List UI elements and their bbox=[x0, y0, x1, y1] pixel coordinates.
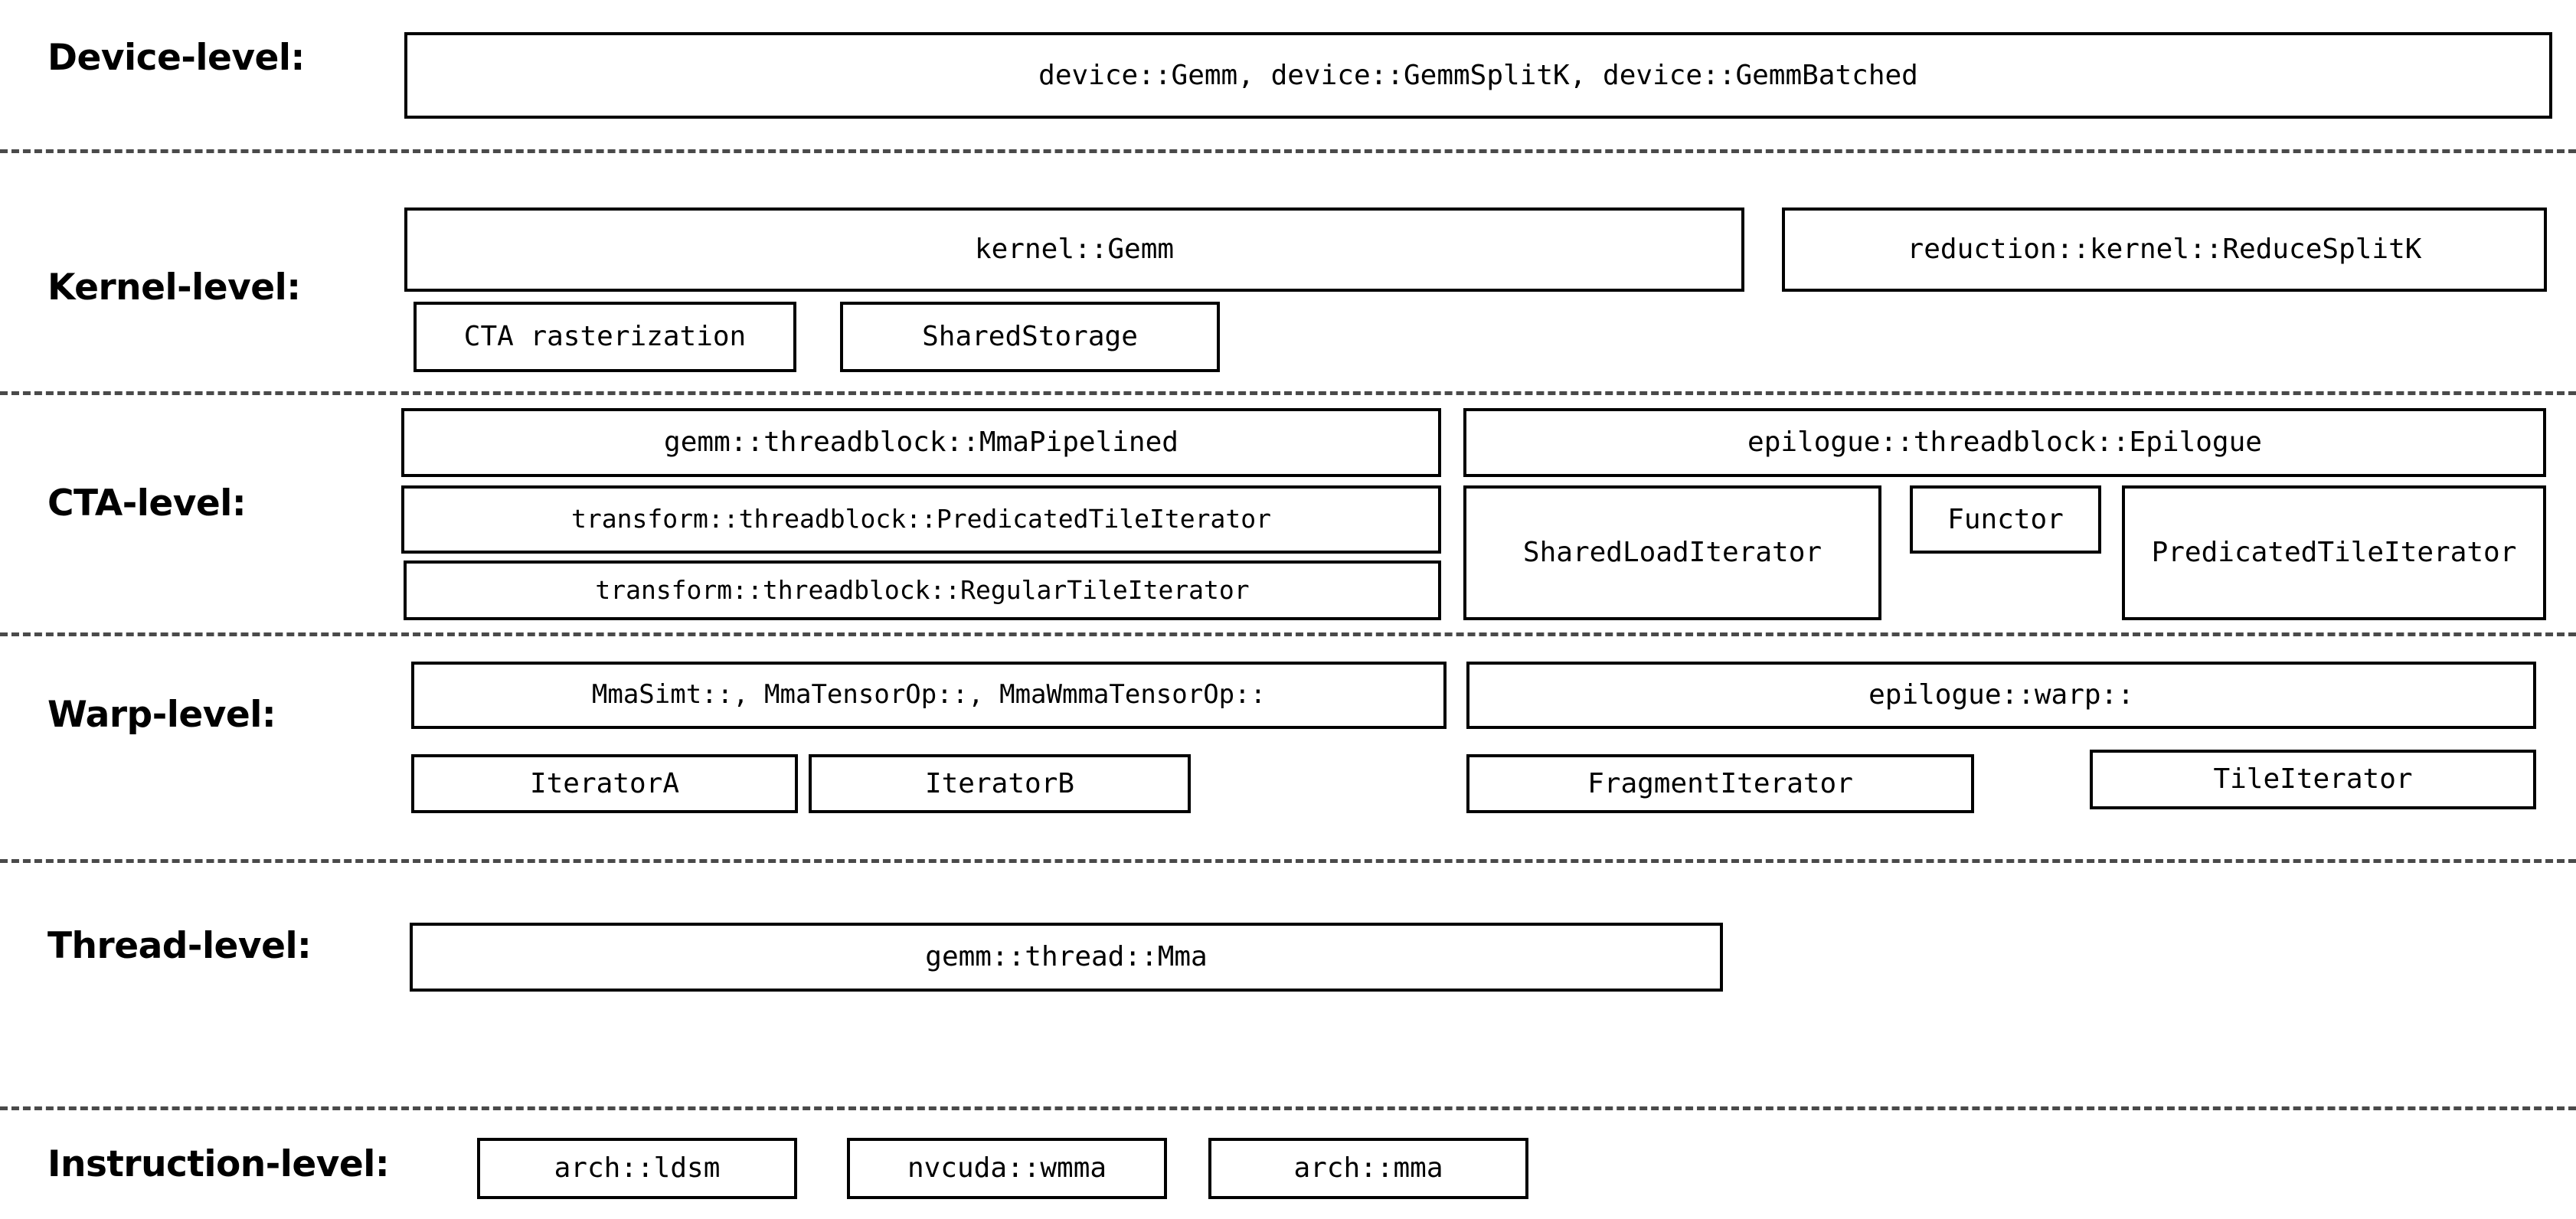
box-cta-rasterization[interactable]: CTA rasterization bbox=[414, 302, 796, 372]
box-arch-mma[interactable]: arch::mma bbox=[1208, 1138, 1528, 1199]
box-iterator-b[interactable]: IteratorB bbox=[809, 754, 1191, 813]
box-gemm-threadblock-mmapipelined[interactable]: gemm::threadblock::MmaPipelined bbox=[401, 408, 1441, 477]
box-transform-threadblock-regulartileiterator[interactable]: transform::threadblock::RegularTileItera… bbox=[404, 560, 1441, 620]
box-device-gemm[interactable]: device::Gemm, device::GemmSplitK, device… bbox=[404, 32, 2552, 119]
box-predicated-tile-iterator[interactable]: PredicatedTileIterator bbox=[2122, 485, 2546, 620]
box-epilogue-warp[interactable]: epilogue::warp:: bbox=[1466, 662, 2536, 729]
level-label-kernel: Kernel-level: bbox=[47, 266, 301, 309]
level-label-cta: CTA-level: bbox=[47, 482, 247, 525]
separator-kernel-cta bbox=[0, 391, 2576, 395]
box-shared-storage[interactable]: SharedStorage bbox=[840, 302, 1220, 372]
separator-warp-thread bbox=[0, 859, 2576, 863]
box-shared-load-iterator[interactable]: SharedLoadIterator bbox=[1463, 485, 1881, 620]
box-iterator-a[interactable]: IteratorA bbox=[411, 754, 798, 813]
separator-cta-warp bbox=[0, 632, 2576, 636]
level-label-thread: Thread-level: bbox=[47, 925, 312, 967]
box-warp-mma-ops[interactable]: MmaSimt::, MmaTensorOp::, MmaWmmaTensorO… bbox=[411, 662, 1447, 729]
box-reduction-reduce-splitk[interactable]: reduction::kernel::ReduceSplitK bbox=[1782, 208, 2547, 292]
box-epilogue-threadblock-epilogue[interactable]: epilogue::threadblock::Epilogue bbox=[1463, 408, 2546, 477]
box-arch-ldsm[interactable]: arch::ldsm bbox=[477, 1138, 797, 1199]
box-nvcuda-wmma[interactable]: nvcuda::wmma bbox=[847, 1138, 1167, 1199]
box-functor[interactable]: Functor bbox=[1910, 485, 2101, 554]
box-tile-iterator[interactable]: TileIterator bbox=[2090, 750, 2536, 809]
box-kernel-gemm[interactable]: kernel::Gemm bbox=[404, 208, 1744, 292]
box-transform-threadblock-predicatedtileiterator[interactable]: transform::threadblock::PredicatedTileIt… bbox=[401, 485, 1441, 554]
level-label-instruction: Instruction-level: bbox=[47, 1143, 390, 1185]
box-fragment-iterator[interactable]: FragmentIterator bbox=[1466, 754, 1974, 813]
box-gemm-thread-mma[interactable]: gemm::thread::Mma bbox=[410, 923, 1723, 992]
level-label-device: Device-level: bbox=[47, 37, 305, 79]
separator-thread-instruction bbox=[0, 1106, 2576, 1110]
separator-device-kernel bbox=[0, 149, 2576, 153]
level-label-warp: Warp-level: bbox=[47, 694, 276, 736]
